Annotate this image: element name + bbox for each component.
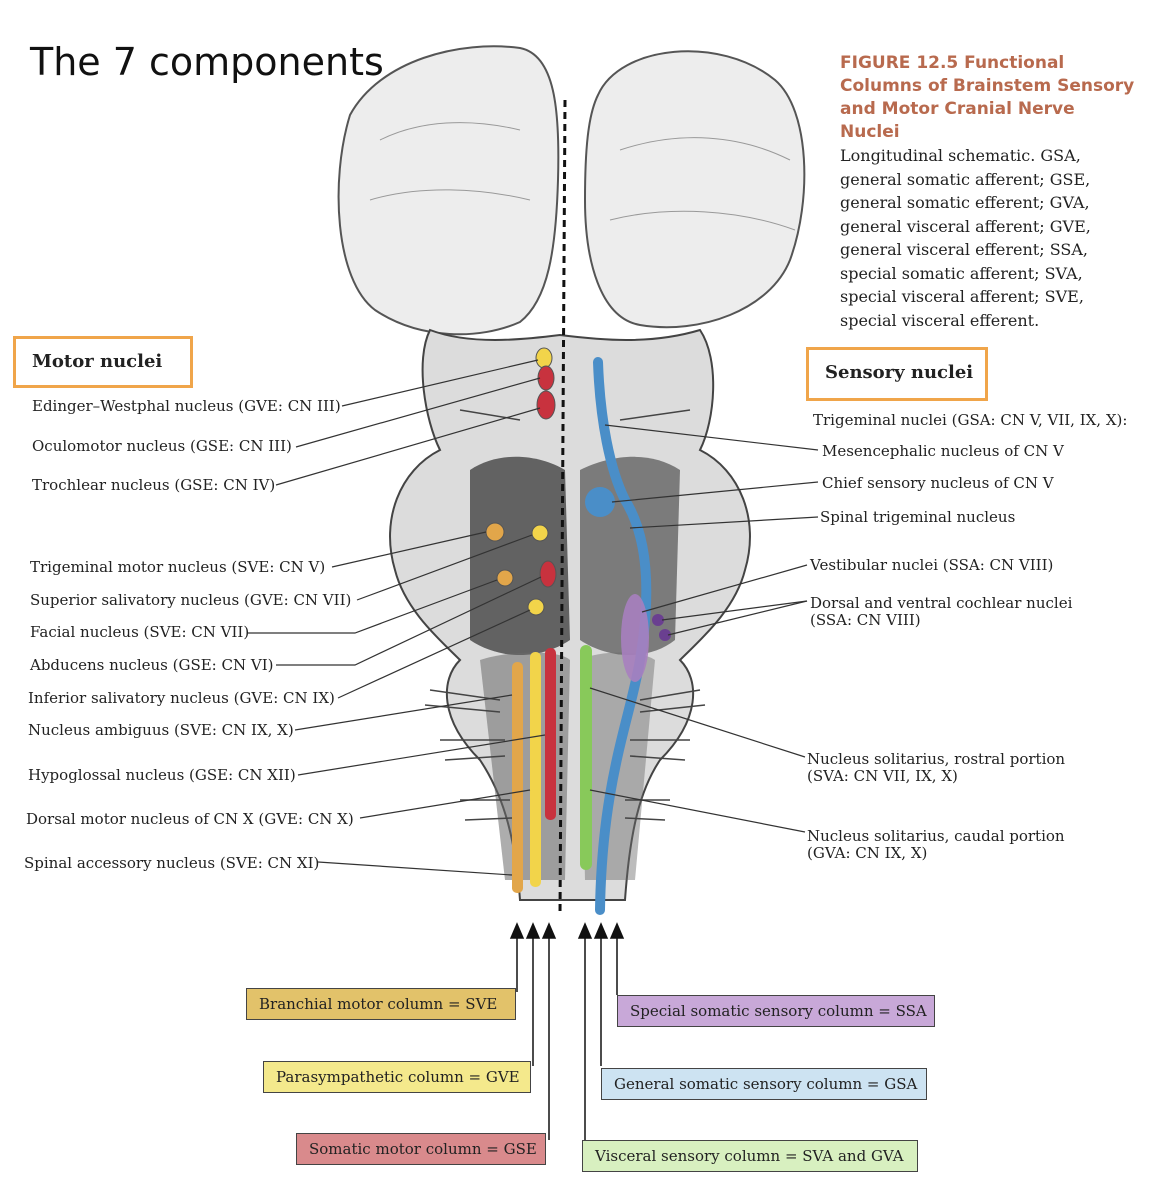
sensory-label-cochlear: Dorsal and ventral cochlear nuclei [810,594,1073,612]
sensory-nuclei-heading: Sensory nuclei [806,347,988,401]
abducens-nucleus-mark [539,560,557,588]
parasympathetic-column-box: Parasympathetic column = GVE [263,1061,531,1093]
sensory-label-vestibular: Vestibular nuclei (SSA: CN VIII) [810,556,1054,574]
motor-label-superior-salivatory: Superior salivatory nucleus (GVE: CN VII… [30,591,352,609]
right-cerebral-lobe [583,50,806,329]
sensory-label-solitarius-rostral: Nucleus solitarius, rostral portion [807,750,1066,768]
sensory-label-solitarius-rostral-type: (SVA: CN VII, IX, X) [807,767,958,785]
motor-label-dorsal-motor-cn-x: Dorsal motor nucleus of CN X (GVE: CN X) [26,810,354,828]
vestibular-nuclei-mark [621,594,649,682]
sensory-label-mesencephalic: Mesencephalic nucleus of CN V [822,442,1064,460]
nucleus-solitarius-column-mark [580,645,592,870]
motor-label-oculomotor: Oculomotor nucleus (GSE: CN III) [32,437,292,455]
sensory-label-solitarius-caudal-type: (GVA: CN IX, X) [807,844,928,862]
general-somatic-sensory-column-box: General somatic sensory column = GSA [601,1068,927,1100]
somatic-motor-column-box: Somatic motor column = GSE [296,1133,546,1165]
figure-heading: FIGURE 12.5 Functional Columns of Brains… [840,53,1135,142]
motor-label-spinal-accessory: Spinal accessory nucleus (SVE: CN XI) [24,854,320,872]
motor-leader-lines [248,359,546,876]
nucleus-ambiguus-column-mark [512,662,523,867]
motor-label-abducens: Abducens nucleus (GSE: CN VI) [30,656,274,674]
sensory-label-spinal-trigeminal: Spinal trigeminal nucleus [820,508,1016,526]
motor-label-facial: Facial nucleus (SVE: CN VII) [30,623,250,641]
motor-label-inferior-salivatory: Inferior salivatory nucleus (GVE: CN IX) [28,689,335,707]
sensory-label-chief-sensory: Chief sensory nucleus of CN V [822,474,1054,492]
sensory-label-solitarius-caudal: Nucleus solitarius, caudal portion [807,827,1065,845]
facial-nucleus-mark [496,569,514,587]
dorsal-motor-column-mark [530,652,541,887]
superior-salivatory-nucleus-mark [531,524,549,542]
sensory-label-trigeminal-heading: Trigeminal nuclei (GSA: CN V, VII, IX, X… [813,411,1128,429]
chief-sensory-nucleus-mark [585,487,615,517]
motor-label-edinger-westphal: Edinger–Westphal nucleus (GVE: CN III) [32,397,341,415]
spinal-accessory-column-mark [512,848,523,893]
sensory-leader-lines [589,424,819,833]
figure-caption: FIGURE 12.5 Functional Columns of Brains… [840,52,1140,332]
motor-nuclei-heading: Motor nuclei [13,336,193,388]
special-somatic-sensory-column-box: Special somatic sensory column = SSA [617,995,935,1027]
sensory-label-cochlear-type: (SSA: CN VIII) [810,611,921,629]
motor-label-trochlear: Trochlear nucleus (GSE: CN IV) [32,476,276,494]
motor-label-trigeminal-motor: Trigeminal motor nucleus (SVE: CN V) [30,558,326,576]
dorsal-cochlear-nucleus-mark [652,614,664,626]
column-arrows [509,922,625,1140]
trigeminal-motor-nucleus-mark [485,522,505,542]
visceral-sensory-column-box: Visceral sensory column = SVA and GVA [582,1140,918,1172]
midline-dashed [558,99,567,916]
motor-label-hypoglossal: Hypoglossal nucleus (GSE: CN XII) [28,766,296,784]
branchial-motor-column-box: Branchial motor column = SVE [246,988,516,1020]
figure-body: Longitudinal schematic. GSA, general som… [840,146,1091,330]
inferior-salivatory-nucleus-mark [527,598,545,616]
slide-title: The 7 components [30,40,384,84]
motor-label-nucleus-ambiguus: Nucleus ambiguus (SVE: CN IX, X) [28,721,294,739]
oculomotor-nucleus-mark [537,365,555,391]
hypoglossal-column-mark [545,648,556,820]
edinger-westphal-nucleus-mark [535,347,553,369]
trochlear-nucleus-mark [536,390,556,420]
ventral-cochlear-nucleus-mark [659,629,671,641]
